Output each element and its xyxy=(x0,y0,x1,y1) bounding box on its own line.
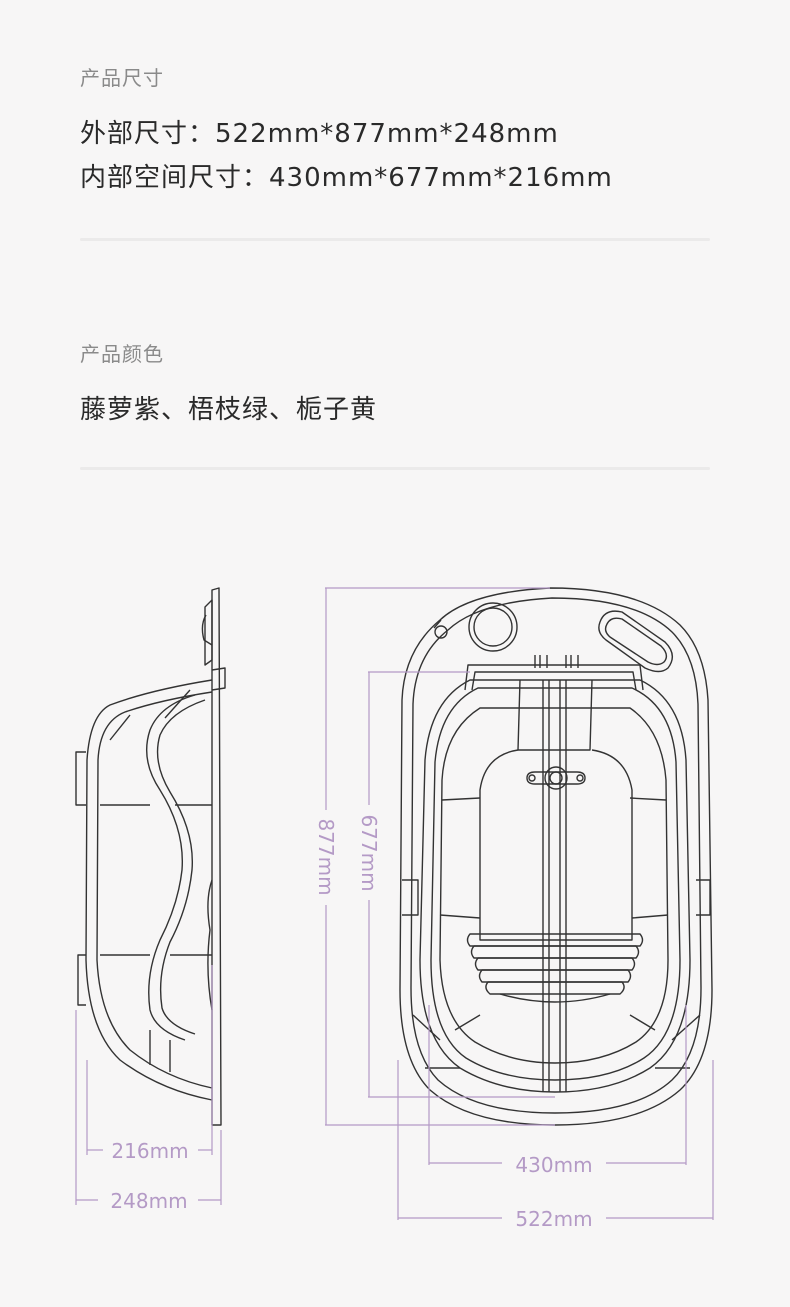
inner-length-label: 677mm xyxy=(357,814,381,891)
divider-1 xyxy=(80,238,710,241)
color-list-text: 藤萝紫、梧枝绿、栀子黄 xyxy=(80,395,378,425)
outer-size-text: 外部尺寸：522mm*877mm*248mm xyxy=(80,119,559,149)
side-outer-depth-label: 248mm xyxy=(110,1189,187,1213)
inner-size-text: 内部空间尺寸：430mm*677mm*216mm xyxy=(80,163,613,193)
top-view-drawing xyxy=(399,587,713,1126)
side-view-drawing xyxy=(75,587,226,1126)
side-dimension-lines xyxy=(75,965,222,1205)
inner-width-label: 430mm xyxy=(515,1153,592,1177)
top-dimension-lines xyxy=(325,587,714,1220)
outer-width-label: 522mm xyxy=(515,1207,592,1231)
size-section-label: 产品尺寸 xyxy=(80,66,164,90)
side-inner-depth-label: 216mm xyxy=(111,1139,188,1163)
outer-length-label: 877mm xyxy=(314,818,338,895)
color-section-label: 产品颜色 xyxy=(80,342,164,366)
divider-2 xyxy=(80,467,710,470)
